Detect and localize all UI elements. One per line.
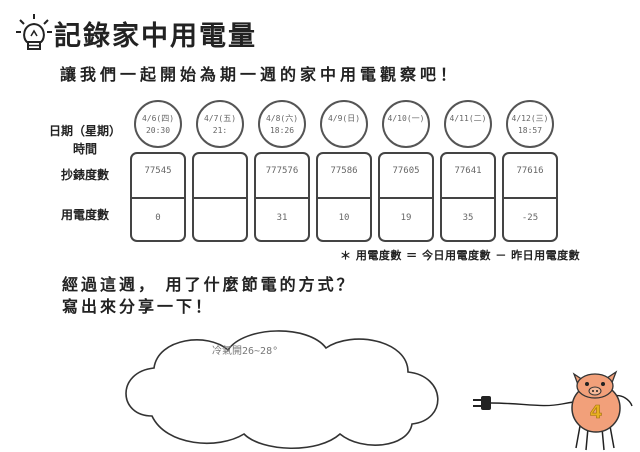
box-divider — [256, 197, 308, 199]
answer-cloud[interactable] — [112, 320, 452, 452]
box-divider — [442, 197, 494, 199]
meter-reading-field[interactable]: 77586 — [330, 166, 358, 176]
date-circle-5[interactable]: 4/10(一) — [382, 100, 430, 148]
date-value: 4/9(日) — [327, 114, 361, 123]
date-circle-7[interactable]: 4/12(三) 18:57 — [506, 100, 554, 148]
meter-reading-field[interactable]: 77545 — [144, 166, 172, 176]
day-box-5: 77605 19 — [378, 152, 434, 242]
date-circle-1[interactable]: 4/6(四) 20:30 — [134, 100, 182, 148]
answer-handwriting: 冷氣開26~28° — [212, 346, 279, 357]
usage-field[interactable]: 10 — [338, 213, 350, 223]
date-value: 4/12(三) — [511, 114, 549, 123]
question-line-2: 寫出來分享一下！ — [62, 297, 215, 316]
row-label-time-text: 時間 — [72, 142, 97, 156]
mascot-number: 4 — [590, 402, 603, 423]
page-title: 記錄家中用電量 — [54, 21, 257, 52]
box-divider — [132, 197, 184, 199]
usage-field[interactable]: 35 — [462, 213, 474, 223]
day-box-2 — [192, 152, 248, 242]
date-value: 4/11(二) — [449, 114, 487, 123]
time-value: 21: — [212, 126, 228, 135]
box-divider — [380, 197, 432, 199]
row-label-date-text: 日期（星期） — [48, 124, 121, 138]
question-line-1: 經過這週， 用了什麼節電的方式？ — [62, 275, 356, 294]
box-divider — [194, 197, 246, 199]
formula-note: ＊ 用電度數 ＝ 今日用電度數 － 昨日用電度數 — [340, 249, 581, 262]
time-value: 18:57 — [517, 126, 543, 135]
meter-reading-field[interactable]: 77641 — [454, 166, 482, 176]
time-value: 18:26 — [269, 126, 295, 135]
date-circle-3[interactable]: 4/8(六) 18:26 — [258, 100, 306, 148]
day-box-7: 77616 -25 — [502, 152, 558, 242]
usage-field[interactable]: 19 — [400, 213, 412, 223]
date-circle-4[interactable]: 4/9(日) — [320, 100, 368, 148]
day-box-4: 77586 10 — [316, 152, 372, 242]
time-value: 20:30 — [145, 126, 171, 135]
row-label-reading: 抄錶度數 — [60, 168, 109, 182]
day-box-1: 77545 0 — [130, 152, 186, 242]
usage-field[interactable]: -25 — [521, 213, 539, 223]
date-circle-6[interactable]: 4/11(二) — [444, 100, 492, 148]
usage-field[interactable]: 0 — [155, 213, 161, 223]
date-value: 4/8(六) — [265, 114, 299, 123]
meter-reading-field[interactable]: 77605 — [392, 166, 420, 176]
date-value: 4/7(五) — [203, 114, 237, 123]
date-value: 4/6(四) — [141, 114, 175, 123]
date-circle-2[interactable]: 4/7(五) 21: — [196, 100, 244, 148]
pig-mascot-icon: 4 — [571, 370, 633, 451]
date-value: 4/10(一) — [387, 114, 425, 123]
day-box-3: 777576 31 — [254, 152, 310, 242]
meter-reading-field[interactable]: 777576 — [265, 166, 299, 176]
box-divider — [504, 197, 556, 199]
row-label-usage: 用電度數 — [60, 208, 109, 222]
row-label-date: 日期（星期） 時間 — [40, 122, 130, 158]
day-box-6: 77641 35 — [440, 152, 496, 242]
meter-reading-field[interactable]: 77616 — [516, 166, 544, 176]
instruction-text: 讓我們一起開始為期一週的家中用電觀察吧！ — [60, 65, 461, 84]
box-divider — [318, 197, 370, 199]
lightbulb-icon — [16, 14, 52, 50]
usage-field[interactable]: 31 — [276, 213, 288, 223]
